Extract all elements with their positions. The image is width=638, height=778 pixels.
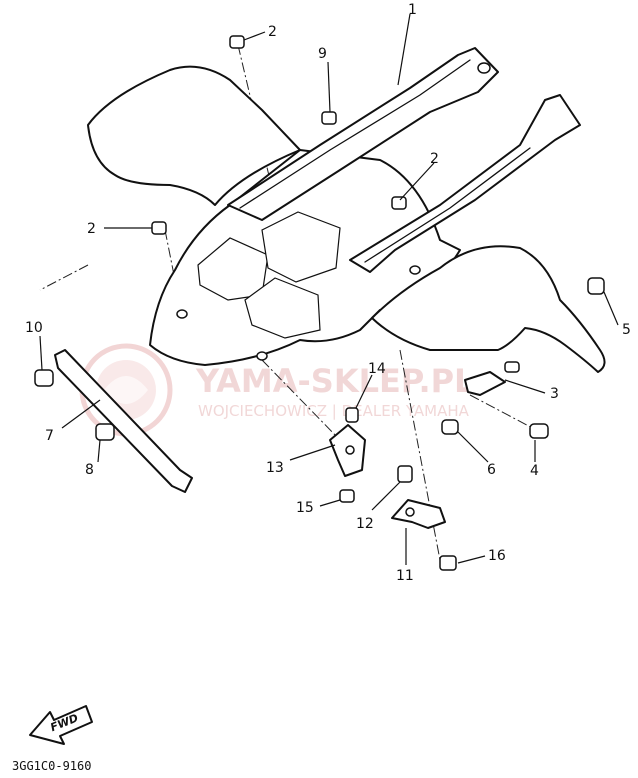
callout-7: 7: [45, 428, 54, 444]
watermark: YAMA-SKLEP.PL WOJCIECHOWICZ | DEALER YAM…: [79, 343, 474, 437]
callout-5: 5: [622, 322, 631, 338]
side-rail: [349, 94, 581, 273]
watermark-title: YAMA-SKLEP.PL: [195, 362, 474, 400]
fender-left-wing: [87, 65, 301, 206]
callout-15: 15: [296, 500, 314, 516]
fender-right-wing: [371, 245, 606, 373]
callout-4: 4: [530, 463, 539, 479]
drawing-code: 3GG1C0-9160: [12, 759, 91, 773]
watermark-subtitle: WOJCIECHOWICZ | DEALER YAMAHA: [198, 402, 470, 420]
callout-12: 12: [356, 516, 374, 532]
bracket-11: [391, 465, 457, 571]
leader-lines: [39, 13, 619, 565]
callout-9: 9: [318, 46, 327, 62]
callout-3: 3: [550, 386, 559, 402]
callouts: 1 2 2 2 3 4 5 6 7 8 9 10 11 12 13 14 15 …: [25, 2, 631, 584]
reflector-bracket-3: [441, 277, 605, 439]
side-rail-body: [349, 94, 581, 273]
callout-13: 13: [266, 460, 284, 476]
callout-10: 10: [25, 320, 43, 336]
rear-fender: [87, 65, 461, 366]
fender-center-duct: [261, 211, 341, 283]
callout-16: 16: [488, 548, 506, 564]
callout-2-top: 2: [268, 24, 277, 40]
callout-8: 8: [85, 462, 94, 478]
grab-bar-part-1: [227, 47, 499, 221]
bracket-13: [329, 407, 366, 503]
rear-fender-right: [371, 245, 606, 373]
callout-14: 14: [368, 361, 386, 377]
callout-2-right: 2: [430, 151, 439, 167]
callout-1: 1: [408, 2, 417, 18]
callout-6: 6: [487, 462, 496, 478]
fender-pocket-rear: [244, 277, 321, 339]
callout-2-left: 2: [87, 221, 96, 237]
callout-11: 11: [396, 568, 414, 584]
stay-7: [34, 349, 193, 493]
fwd-arrow-icon: FWD: [29, 705, 93, 745]
grab-bar-main: [227, 47, 499, 221]
